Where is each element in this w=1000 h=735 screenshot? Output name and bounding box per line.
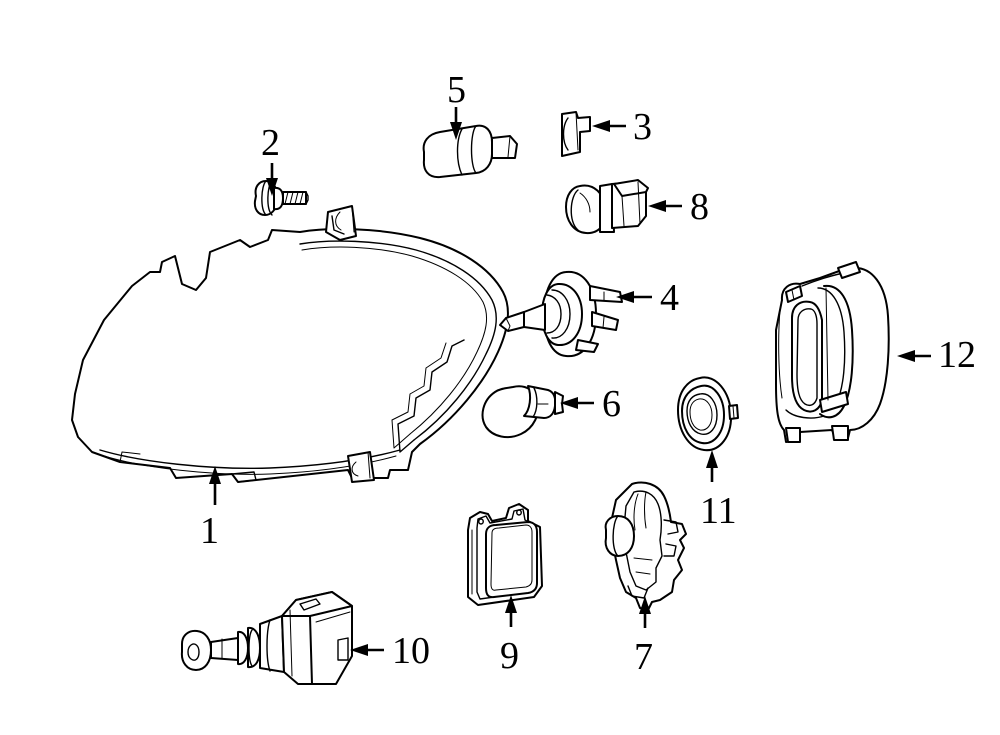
- callout-label-7[interactable]: 7: [634, 636, 653, 678]
- part-12-dust-cover-boot[interactable]: [775, 261, 890, 443]
- callout-label-5[interactable]: 5: [447, 69, 466, 111]
- part-1-headlamp-housing-assembly[interactable]: [71, 205, 509, 483]
- callout-label-2[interactable]: 2: [261, 122, 280, 164]
- callout-label-6[interactable]: 6: [602, 383, 621, 425]
- part-2-mounting-screw[interactable]: [253, 180, 309, 216]
- part-8-bulb-socket-connector[interactable]: [565, 179, 649, 235]
- part-10-headlamp-leveling-motor[interactable]: [180, 591, 353, 685]
- part-5-turn-signal-bulb-socket[interactable]: [422, 124, 518, 179]
- part-4-halogen-headlight-bulb[interactable]: [499, 270, 623, 358]
- callout-label-10[interactable]: 10: [392, 630, 430, 672]
- part-11-sealing-ring-gasket[interactable]: [677, 376, 739, 452]
- part-9-control-module-ballast[interactable]: [467, 503, 543, 606]
- callout-leaders: [209, 107, 931, 656]
- callout-label-4[interactable]: 4: [660, 277, 679, 319]
- callout-label-8[interactable]: 8: [690, 186, 709, 228]
- part-7-bulb-holder-bracket[interactable]: [604, 481, 687, 611]
- part-6-parking-lamp-bulb[interactable]: [481, 385, 564, 439]
- callout-label-1[interactable]: 1: [200, 510, 219, 552]
- callout-label-11[interactable]: 11: [700, 490, 737, 532]
- callout-label-9[interactable]: 9: [500, 635, 519, 677]
- callout-label-12[interactable]: 12: [938, 334, 976, 376]
- callout-label-3[interactable]: 3: [633, 106, 652, 148]
- part-3-bulb-cap-cover[interactable]: [561, 111, 591, 157]
